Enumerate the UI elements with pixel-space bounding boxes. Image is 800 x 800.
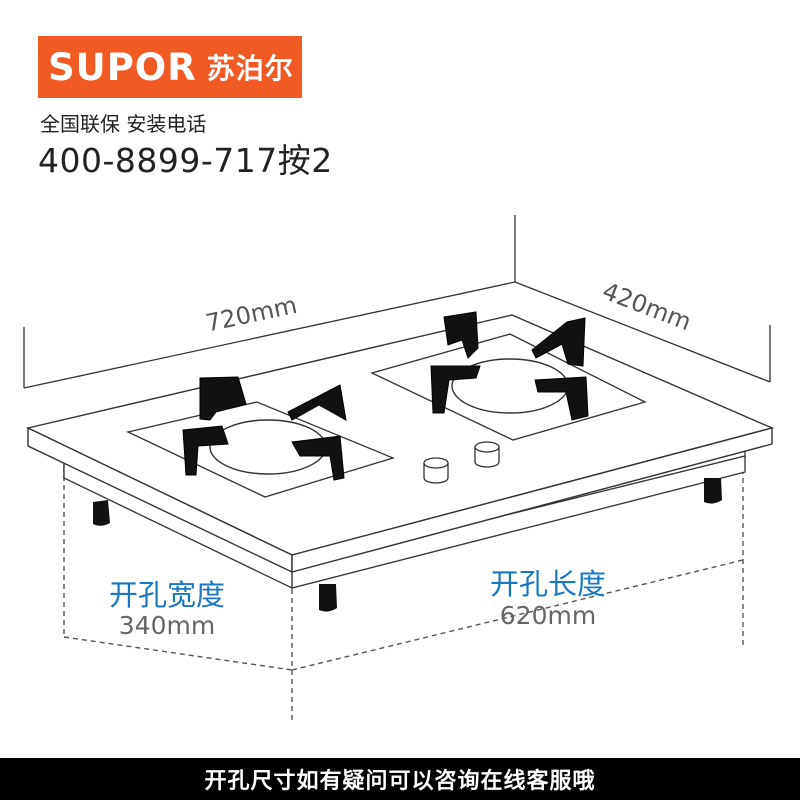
cooktop-feet	[93, 478, 722, 612]
cooktop-glass	[25, 314, 775, 574]
brand-name-cn: 苏泊尔	[206, 52, 294, 85]
dimension-lines	[23, 215, 771, 389]
cutout-dashed-lines	[63, 458, 744, 722]
control-knobs	[423, 441, 500, 484]
footer-text: 开孔尺寸如有疑问可以咨询在线客服哦	[204, 769, 596, 794]
hotline-label: 全国联保 安装电话	[40, 112, 207, 136]
depth-label: 420mm	[599, 277, 695, 336]
cutout-length-title: 开孔长度	[490, 567, 606, 601]
cutout-length-value: 620mm	[500, 601, 596, 630]
hotline-number: 400-8899-717按2	[38, 141, 333, 180]
cutout-width-value: 340mm	[119, 611, 215, 640]
brand-name-en: SUPOR	[48, 45, 197, 89]
footer-banner: 开孔尺寸如有疑问可以咨询在线客服哦	[0, 758, 800, 800]
left-burner	[126, 401, 395, 498]
supor-logo: SUPOR 苏泊尔	[38, 36, 302, 98]
pan-supports	[182, 311, 589, 481]
width-label: 720mm	[203, 291, 299, 338]
cutout-width-title: 开孔宽度	[109, 578, 225, 612]
